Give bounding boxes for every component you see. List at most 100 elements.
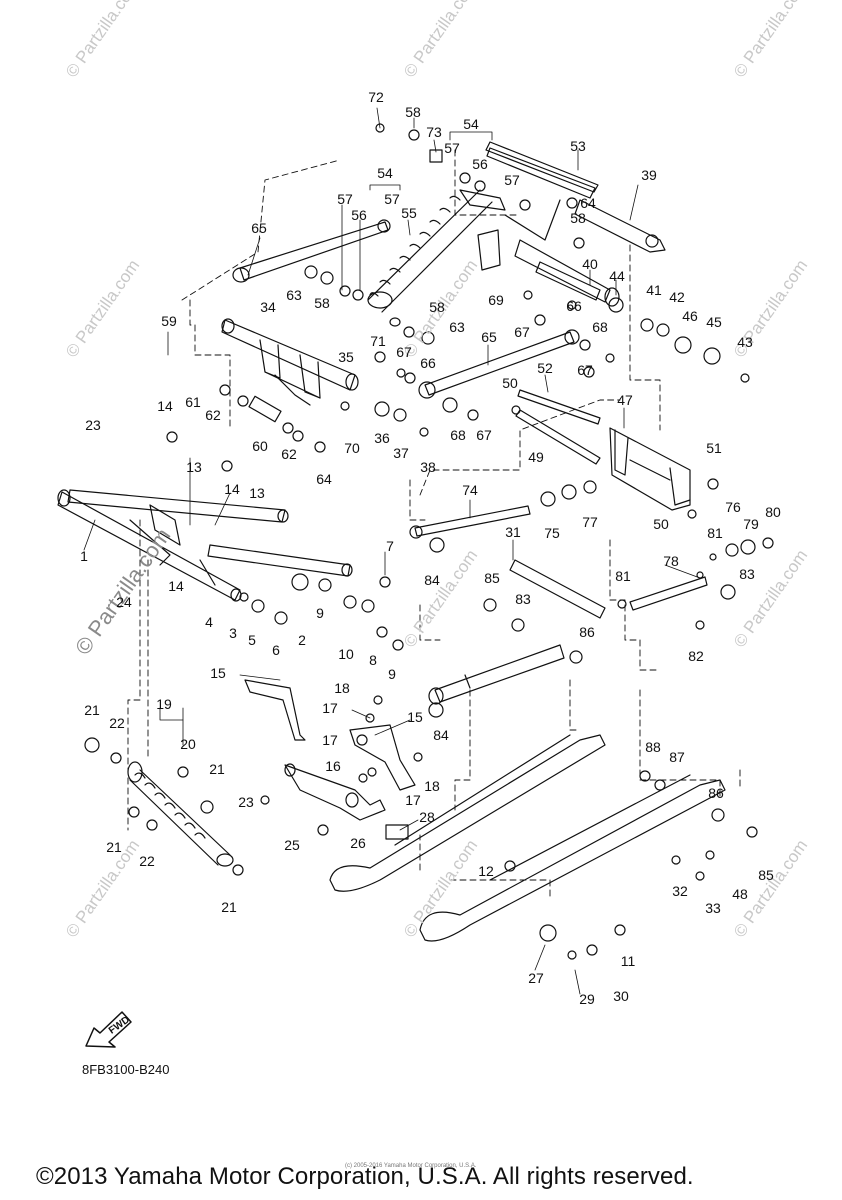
part-number[interactable]: 83	[515, 591, 531, 607]
part-number[interactable]: 14	[157, 398, 173, 414]
part-number[interactable]: 40	[582, 256, 598, 272]
part-number[interactable]: 4	[205, 614, 213, 630]
part-number[interactable]: 21	[106, 839, 122, 855]
part-number[interactable]: 13	[186, 459, 202, 475]
part-number[interactable]: 30	[613, 988, 629, 1004]
part-number[interactable]: 72	[368, 89, 384, 105]
part-number[interactable]: 5	[248, 632, 256, 648]
part-number[interactable]: 21	[84, 702, 100, 718]
part-number[interactable]: 71	[370, 333, 386, 349]
part-number[interactable]: 81	[707, 525, 723, 541]
part-number[interactable]: 14	[168, 578, 184, 594]
part-number[interactable]: 54	[463, 116, 479, 132]
part-number[interactable]: 61	[185, 394, 201, 410]
part-number[interactable]: 70	[344, 440, 360, 456]
part-number[interactable]: 22	[139, 853, 155, 869]
part-number[interactable]: 19	[156, 696, 172, 712]
part-number[interactable]: 41	[646, 282, 662, 298]
part-number[interactable]: 34	[260, 299, 276, 315]
part-number[interactable]: 36	[374, 430, 390, 446]
part-number[interactable]: 12	[478, 863, 494, 879]
part-number[interactable]: 23	[238, 794, 254, 810]
part-number[interactable]: 82	[688, 648, 704, 664]
part-number[interactable]: 66	[566, 298, 582, 314]
part-number[interactable]: 68	[592, 319, 608, 335]
part-number[interactable]: 55	[401, 205, 417, 221]
part-number[interactable]: 84	[433, 727, 449, 743]
part-number[interactable]: 64	[316, 471, 332, 487]
part-number[interactable]: 45	[706, 314, 722, 330]
part-number[interactable]: 11	[620, 953, 636, 969]
part-number[interactable]: 86	[708, 785, 724, 801]
part-number[interactable]: 73	[426, 124, 442, 140]
part-number[interactable]: 50	[502, 375, 518, 391]
part-number[interactable]: 25	[284, 837, 300, 853]
part-number[interactable]: 58	[429, 299, 445, 315]
part-number[interactable]: 14	[224, 481, 240, 497]
part-number[interactable]: 47	[617, 392, 633, 408]
part-number[interactable]: 67	[514, 324, 530, 340]
part-number[interactable]: 38	[420, 459, 436, 475]
part-number[interactable]: 28	[419, 809, 435, 825]
part-number[interactable]: 56	[351, 207, 367, 223]
part-number[interactable]: 62	[281, 446, 297, 462]
part-number[interactable]: 24	[116, 594, 132, 610]
part-number[interactable]: 22	[109, 715, 125, 731]
part-number[interactable]: 15	[210, 665, 226, 681]
part-number[interactable]: 86	[579, 624, 595, 640]
part-number[interactable]: 88	[645, 739, 661, 755]
part-number[interactable]: 44	[609, 268, 625, 284]
part-number[interactable]: 15	[407, 709, 423, 725]
part-number[interactable]: 37	[393, 445, 409, 461]
part-number[interactable]: 50	[653, 516, 669, 532]
part-number[interactable]: 80	[765, 504, 781, 520]
part-number[interactable]: 3	[229, 625, 237, 641]
part-number[interactable]: 57	[384, 191, 400, 207]
part-number[interactable]: 51	[706, 440, 722, 456]
part-number[interactable]: 42	[669, 289, 685, 305]
part-number[interactable]: 64	[580, 195, 596, 211]
part-number[interactable]: 7	[386, 538, 394, 554]
part-number[interactable]: 29	[579, 991, 595, 1007]
part-number[interactable]: 17	[405, 792, 421, 808]
part-number[interactable]: 74	[462, 482, 478, 498]
part-number[interactable]: 57	[337, 191, 353, 207]
part-number[interactable]: 39	[641, 167, 657, 183]
part-number[interactable]: 18	[334, 680, 350, 696]
part-number[interactable]: 46	[682, 308, 698, 324]
part-number[interactable]: 9	[316, 605, 324, 621]
part-number[interactable]: 21	[209, 761, 225, 777]
part-number[interactable]: 52	[537, 360, 553, 376]
part-number[interactable]: 21	[221, 899, 237, 915]
part-number[interactable]: 76	[725, 499, 741, 515]
part-number[interactable]: 20	[180, 736, 196, 752]
part-number[interactable]: 67	[577, 362, 593, 378]
part-number[interactable]: 27	[528, 970, 544, 986]
part-number[interactable]: 62	[205, 407, 221, 423]
part-number[interactable]: 69	[488, 292, 504, 308]
part-number[interactable]: 58	[314, 295, 330, 311]
part-number[interactable]: 57	[444, 140, 460, 156]
part-number[interactable]: 87	[669, 749, 685, 765]
part-number[interactable]: 65	[481, 329, 497, 345]
part-number[interactable]: 17	[322, 732, 338, 748]
part-number[interactable]: 13	[249, 485, 265, 501]
part-number[interactable]: 85	[758, 867, 774, 883]
part-number[interactable]: 54	[377, 165, 393, 181]
part-number[interactable]: 9	[388, 666, 396, 682]
part-number[interactable]: 67	[396, 344, 412, 360]
part-number[interactable]: 6	[272, 642, 280, 658]
part-number[interactable]: 58	[405, 104, 421, 120]
part-number[interactable]: 79	[743, 516, 759, 532]
part-number[interactable]: 66	[420, 355, 436, 371]
part-number[interactable]: 49	[528, 449, 544, 465]
part-number[interactable]: 84	[424, 572, 440, 588]
part-number[interactable]: 18	[424, 778, 440, 794]
part-number[interactable]: 58	[570, 210, 586, 226]
part-number[interactable]: 31	[505, 524, 521, 540]
part-number[interactable]: 56	[472, 156, 488, 172]
part-number[interactable]: 68	[450, 427, 466, 443]
part-number[interactable]: 17	[322, 700, 338, 716]
part-number[interactable]: 78	[663, 553, 679, 569]
part-number[interactable]: 57	[504, 172, 520, 188]
